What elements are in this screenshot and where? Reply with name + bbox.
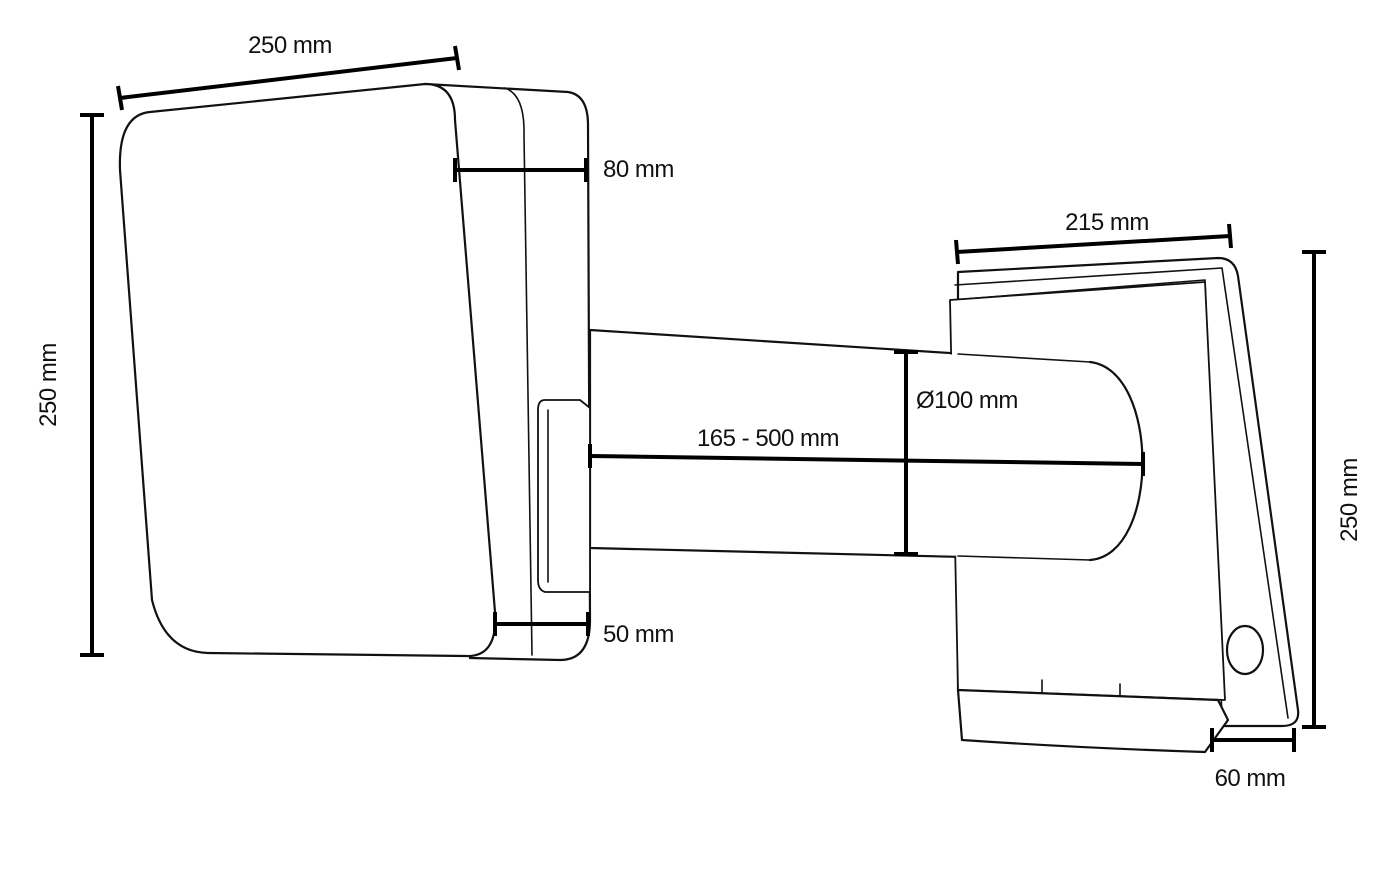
front-width-label: 250 mm bbox=[248, 32, 332, 59]
pipe-diameter-label: Ø100 mm bbox=[916, 387, 1018, 414]
front-depth-bottom-label: 50 mm bbox=[603, 621, 674, 648]
rear-height-label: 250 mm bbox=[1336, 458, 1363, 542]
front-unit bbox=[118, 82, 592, 662]
dimension-lines bbox=[80, 45, 1326, 752]
front-height-label: 250 mm bbox=[35, 343, 62, 427]
port-hole-icon bbox=[1225, 624, 1265, 676]
pipe-length-label: 165 - 500 mm bbox=[697, 425, 839, 452]
rear-depth-label: 60 mm bbox=[1215, 765, 1286, 792]
front-depth-top-label: 80 mm bbox=[603, 156, 674, 183]
rear-width-label: 215 mm bbox=[1065, 209, 1149, 236]
